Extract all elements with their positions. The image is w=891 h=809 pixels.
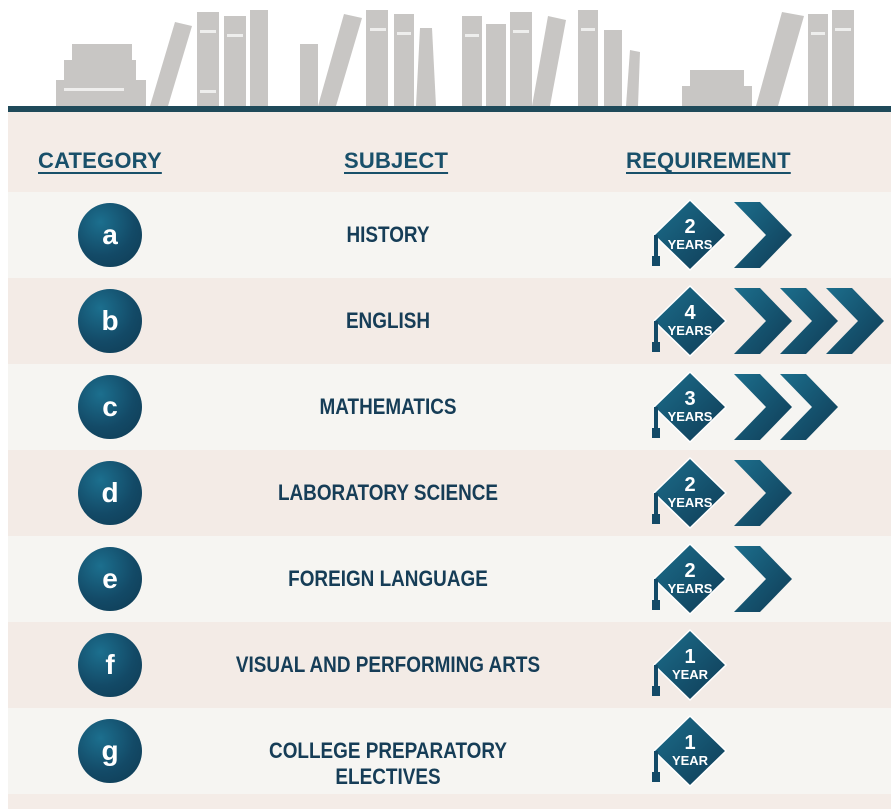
category-badge: a bbox=[78, 203, 142, 267]
category-badge: f bbox=[78, 633, 142, 697]
year-chevron bbox=[734, 546, 792, 612]
subject-label: COLLEGE PREPARATORY ELECTIVES bbox=[269, 738, 507, 789]
years-count: 3 bbox=[684, 388, 695, 410]
subject-label: VISUAL AND PERFORMING ARTS bbox=[235, 652, 541, 677]
table-header: CATEGORY SUBJECT REQUIREMENT bbox=[8, 122, 891, 182]
category-badge: b bbox=[78, 289, 142, 353]
year-chevron bbox=[826, 288, 884, 354]
subject-label: HISTORY bbox=[346, 222, 430, 247]
year-chevron bbox=[780, 288, 838, 354]
years-count: 2 bbox=[684, 474, 695, 496]
years-unit: YEARS bbox=[668, 409, 713, 424]
category-badge: e bbox=[78, 547, 142, 611]
year-chevron bbox=[734, 374, 792, 440]
cap-diamond bbox=[652, 198, 728, 272]
header-category: CATEGORY bbox=[38, 148, 162, 173]
subject-label: FOREIGN LANGUAGE bbox=[288, 566, 488, 591]
subject-label: MATHEMATICS bbox=[319, 394, 457, 419]
year-chevron bbox=[734, 202, 792, 268]
years-unit: YEARS bbox=[668, 581, 713, 596]
years-unit: YEAR bbox=[672, 667, 709, 682]
year-chevron bbox=[780, 374, 838, 440]
category-badge: g bbox=[78, 719, 142, 783]
header-subject: SUBJECT bbox=[344, 148, 449, 173]
cap-diamond bbox=[652, 456, 728, 530]
years-unit: YEARS bbox=[668, 495, 713, 510]
years-count: 1 bbox=[684, 646, 695, 668]
header-requirement: REQUIREMENT bbox=[626, 148, 791, 173]
years-unit: YEARS bbox=[668, 237, 713, 252]
subject-label: LABORATORY SCIENCE bbox=[277, 480, 499, 505]
bookshelf-illustration bbox=[8, 10, 891, 112]
cap-diamond bbox=[652, 714, 728, 788]
cap-diamond bbox=[652, 542, 728, 616]
category-badge: c bbox=[78, 375, 142, 439]
years-unit: YEARS bbox=[668, 323, 713, 338]
category-badge: d bbox=[78, 461, 142, 525]
years-unit: YEAR bbox=[672, 753, 709, 768]
years-count: 2 bbox=[684, 560, 695, 582]
cap-diamond bbox=[652, 370, 728, 444]
years-count: 4 bbox=[684, 302, 696, 324]
year-chevron bbox=[734, 288, 792, 354]
cap-diamond bbox=[652, 628, 728, 702]
year-chevron bbox=[734, 460, 792, 526]
subject-label: ENGLISH bbox=[345, 308, 431, 333]
cap-diamond bbox=[652, 284, 728, 358]
years-count: 1 bbox=[684, 732, 695, 754]
years-count: 2 bbox=[684, 216, 695, 238]
